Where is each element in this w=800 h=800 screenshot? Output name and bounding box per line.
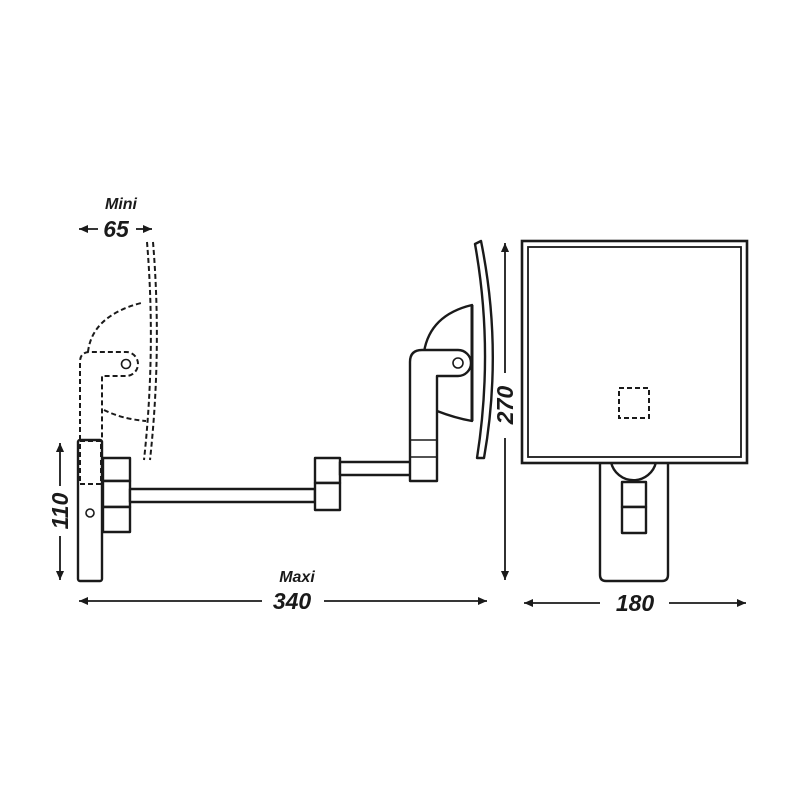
front-pivot-round	[609, 461, 658, 482]
maxi-label: Maxi	[279, 569, 315, 586]
mini-arm-base-overlay	[79, 440, 102, 485]
height-270-value: 270	[492, 386, 518, 426]
front-view	[520, 239, 749, 583]
vertical-arm	[408, 348, 473, 483]
first-arm-bar	[128, 487, 317, 504]
middle-joint-top	[313, 456, 342, 485]
dimension-maxi: Maxi 340	[79, 569, 487, 614]
bracket-middle-block	[101, 479, 132, 509]
bracket-top-block	[101, 456, 132, 483]
height-110-value: 110	[47, 492, 73, 529]
middle-joint-bottom	[313, 481, 342, 512]
light-switch-dashed-square	[618, 387, 650, 419]
mini-mirror-back-top	[87, 302, 142, 353]
wall-plate	[76, 438, 104, 583]
vertical-arm-pivot-circle	[452, 357, 464, 369]
mini-label: Mini	[105, 196, 138, 213]
width-180-value: 180	[616, 590, 655, 616]
front-arm-block-top	[620, 480, 648, 509]
bracket-bottom-block	[101, 505, 132, 534]
mirror-frame-outer	[520, 239, 749, 465]
mini-mirror-lens-left-edge	[143, 241, 152, 461]
side-view-maxi-position	[76, 239, 495, 583]
mini-value: 65	[103, 216, 130, 242]
second-arm-bar	[338, 460, 414, 477]
mirror-frame-inner	[527, 246, 742, 458]
maxi-value: 340	[273, 588, 312, 614]
mini-mirror-back-bottom	[103, 409, 147, 422]
mini-pivot-circle	[120, 358, 132, 370]
dimension-mirror-width: 180	[524, 590, 746, 616]
mini-mirror-lens-right-edge	[149, 241, 158, 461]
front-arm-block-bottom	[620, 505, 648, 535]
mini-swing-arm	[79, 351, 139, 440]
dimension-wall-plate-height: 110	[47, 443, 73, 580]
wall-screw-icon	[85, 508, 95, 518]
dimension-mirror-height: 270	[492, 243, 518, 580]
dimension-mini: Mini 65	[79, 196, 152, 242]
mirror-lens-side	[473, 239, 495, 460]
